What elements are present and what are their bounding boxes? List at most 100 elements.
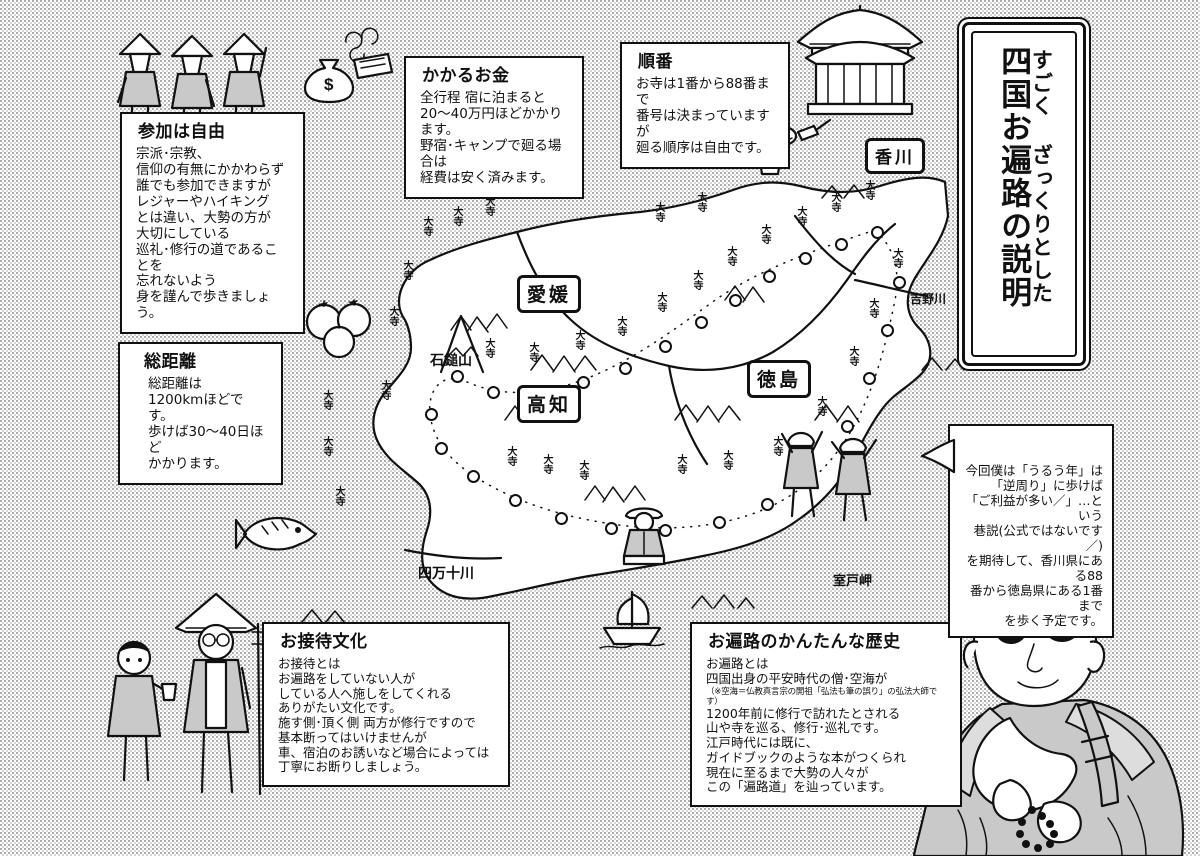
background-hill-decoration — [820, 178, 880, 202]
temple-pin[interactable] — [893, 276, 906, 289]
card-osettai: お接待文化 お接待とは お遍路をしていない人が している人へ施しをしてくれる あ… — [262, 622, 510, 788]
card-money-body: 全行程 宿に泊まると 20〜40万円ほどかかります。 野宿･キャンプで廻る場合は… — [420, 90, 563, 186]
temple-pin[interactable] — [451, 370, 464, 383]
temple-pin[interactable] — [659, 524, 672, 537]
kobo-daishi-statue-icon — [618, 498, 670, 570]
temple-label: 大寺 — [691, 270, 702, 290]
card-history-body-1: お遍路とは 四国出身の平安時代の僧･空海が — [706, 656, 888, 686]
temple-label: 大寺 — [421, 216, 432, 236]
temple-label: 大寺 — [759, 224, 770, 244]
title-plaque: すごく ざっくりとした 四国お遍路の説明 — [962, 22, 1086, 366]
card-money: かかるお金 全行程 宿に泊まると 20〜40万円ほどかかります。 野宿･キャンプ… — [404, 56, 584, 199]
temple-pin[interactable] — [659, 340, 672, 353]
temple-label: 大寺 — [541, 454, 552, 474]
temple-label: 大寺 — [847, 346, 858, 366]
temple-label: 大寺 — [483, 338, 494, 358]
card-history-heading: お遍路のかんたんな歴史 — [708, 632, 901, 652]
card-distance-heading: 総距離 — [144, 352, 197, 372]
temple-pin[interactable] — [467, 470, 480, 483]
temple-hall-icon — [790, 0, 930, 118]
place-label-ishizuchi: 石鎚山 — [430, 353, 472, 369]
temple-label: 大寺 — [615, 316, 626, 336]
temple-pin[interactable] — [871, 226, 884, 239]
card-order-heading: 順番 — [638, 52, 673, 72]
temple-label: 大寺 — [401, 260, 412, 280]
temple-label: 大寺 — [867, 298, 878, 318]
card-order: 順番 お寺は1番から88番まで 番号は決まっていますが 廻る順序は自由です。 — [620, 42, 790, 169]
temple-label: 大寺 — [695, 192, 706, 212]
temple-pin[interactable] — [841, 420, 854, 433]
temple-label: 大寺 — [321, 390, 332, 410]
background-hill-decoration — [690, 588, 760, 612]
temple-label: 大寺 — [771, 436, 782, 456]
sailing-ship-icon — [596, 586, 668, 652]
card-osettai-body: お接待とは お遍路をしていない人が している人へ施しをしてくれる ありがたい文化… — [278, 656, 490, 775]
temple-label: 大寺 — [577, 460, 588, 480]
bonito-fish-icon — [232, 506, 320, 558]
temple-pin[interactable] — [713, 516, 726, 529]
temple-label: 大寺 — [675, 454, 686, 474]
card-osettai-heading: お接待文化 — [280, 632, 368, 652]
title-plaque-inner: すごく ざっくりとした 四国お遍路の説明 — [971, 31, 1077, 357]
temple-pin[interactable] — [509, 494, 522, 507]
temple-pin[interactable] — [799, 252, 812, 265]
card-history: お遍路のかんたんな歴史 お遍路とは 四国出身の平安時代の僧･空海が （※空海＝仏… — [690, 622, 962, 808]
temple-pin[interactable] — [863, 372, 876, 385]
osettai-people-icon — [100, 588, 280, 798]
temple-label: 大寺 — [863, 180, 874, 200]
temple-label: 大寺 — [653, 202, 664, 222]
prefecture-label-kochi: 高知 — [517, 385, 582, 423]
temple-pin[interactable] — [695, 316, 708, 329]
card-distance-body: 総距離は 1200kmほどです。 歩けば30〜40日ほど かかります。 — [148, 376, 264, 472]
awa-odori-dancers-icon — [778, 412, 898, 522]
temple-pin[interactable] — [729, 294, 742, 307]
page-title: 四国お遍路の説明 — [995, 45, 1032, 309]
temple-label: 大寺 — [891, 248, 902, 268]
temple-pin[interactable] — [487, 386, 500, 399]
author-plan-text: 今回僕は「うるう年」は 「逆周り」に歩けば 「ご利益が多い／」…という 巷説(公… — [965, 463, 1103, 628]
temple-label: 大寺 — [721, 450, 732, 470]
mikan-oranges-icon — [300, 296, 380, 359]
card-history-body-2: 1200年前に修行で訪れたとされる 山や寺を巡る、修行･巡礼です。 江戸時代には… — [706, 705, 907, 795]
title-subtitle: すごく ざっくりとした — [1029, 49, 1054, 305]
prefecture-label-kagawa: 香川 — [865, 138, 925, 174]
temple-pin[interactable] — [577, 376, 590, 389]
temple-label: 大寺 — [451, 206, 462, 226]
temple-label: 大寺 — [333, 486, 344, 506]
card-history-note: （※空海＝仏教真言宗の開祖「弘法も筆の誤り」の弘法大師です） — [706, 686, 938, 707]
svg-text:$: $ — [324, 75, 334, 94]
card-order-body: お寺は1番から88番まで 番号は決まっていますが 廻る順序は自由です。 — [636, 76, 770, 156]
temple-label: 大寺 — [815, 396, 826, 416]
temple-pin[interactable] — [881, 324, 894, 337]
prefecture-label-ehime: 愛媛 — [517, 275, 582, 313]
author-plan-bubble: 今回僕は「うるう年」は 「逆周り」に歩けば 「ご利益が多い／」…という 巷説(公… — [920, 424, 1114, 638]
temple-label: 大寺 — [573, 330, 584, 350]
prefecture-label-tokushima: 徳島 — [747, 360, 812, 398]
temple-label: 大寺 — [829, 192, 840, 212]
temple-pin[interactable] — [761, 498, 774, 511]
shikoku-map: 大寺 大寺 大寺 大寺 大寺 大寺 大寺 大寺 大寺 大寺 大寺 大寺 大寺 大… — [255, 120, 955, 620]
temple-pin[interactable] — [555, 512, 568, 525]
temple-label: 大寺 — [387, 306, 398, 326]
money-bag-icon: $ — [296, 27, 396, 104]
temple-label: 大寺 — [655, 292, 666, 312]
card-participation-heading: 参加は自由 — [138, 122, 226, 142]
card-money-heading: かかるお金 — [422, 66, 510, 86]
temple-label: 大寺 — [379, 380, 390, 400]
card-participation: 参加は自由 宗派･宗教、 信仰の有無にかかわらず 誰でも参加できますが レジャー… — [120, 112, 305, 335]
place-label-yoshino: 吉野川 — [910, 292, 947, 306]
temple-pin[interactable] — [605, 522, 618, 535]
place-label-shimanto: 四万十川 — [418, 566, 474, 582]
temple-pin[interactable] — [835, 238, 848, 251]
temple-pin[interactable] — [425, 408, 438, 421]
place-label-muroto: 室戸岬 — [833, 574, 873, 589]
temple-pin[interactable] — [619, 362, 632, 375]
temple-label: 大寺 — [321, 436, 332, 456]
card-distance: 総距離 総距離は 1200kmほどです。 歩けば30〜40日ほど かかります。 — [118, 342, 283, 485]
temple-label: 大寺 — [725, 246, 736, 266]
temple-pin[interactable] — [435, 442, 448, 455]
temple-pin[interactable] — [763, 270, 776, 283]
card-participation-body: 宗派･宗教、 信仰の有無にかかわらず 誰でも参加できますが レジャーやハイキング… — [136, 146, 285, 322]
background-hill-decoration — [300, 604, 360, 626]
